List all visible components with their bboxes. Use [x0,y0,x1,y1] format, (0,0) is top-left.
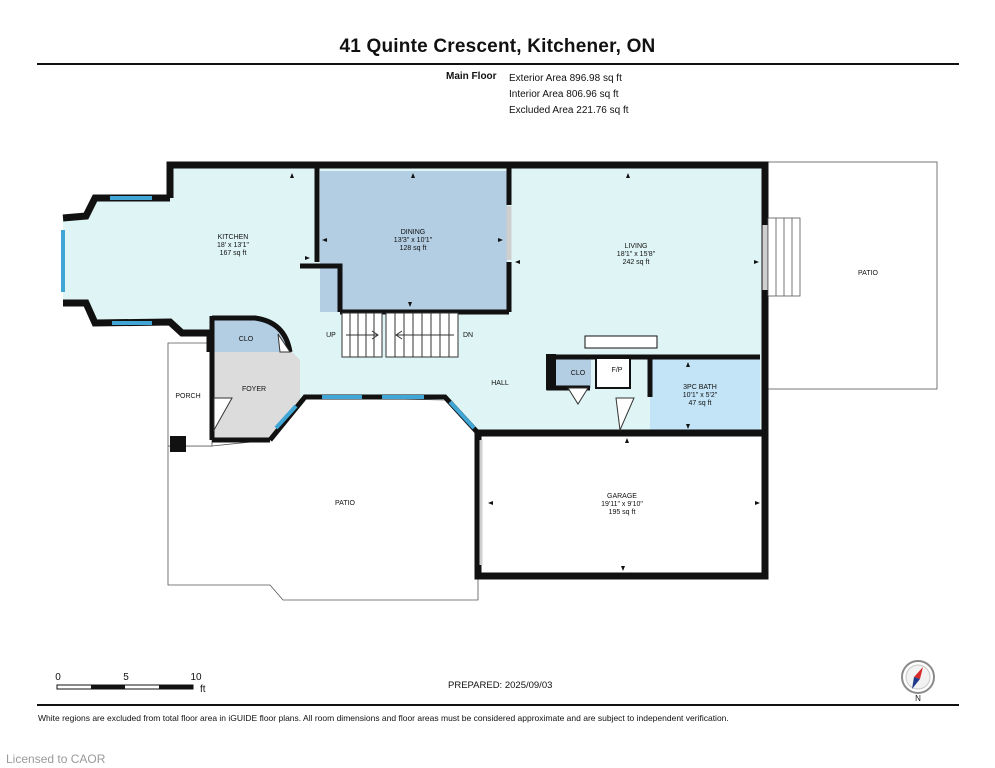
stairs-down-label: DN [463,332,473,339]
deck-steps [767,217,801,297]
kitchen-area: 167 sq ft [220,250,247,257]
patio-front-label: PATIO [335,500,356,507]
scale-unit: ft [200,684,206,695]
bath-area: 47 sq ft [689,400,712,407]
floor-label: Main Floor [446,71,497,82]
dining-name: DINING [401,229,426,236]
interior-area: Interior Area 806.96 sq ft [509,89,619,100]
closet2-label: CLO [571,370,586,377]
living-dims: 18'1" x 15'8" [617,251,656,258]
dining-fill [320,171,507,312]
garage-dims: 19'11" x 9'10" [601,501,643,508]
scale-tick-0: 0 [55,672,61,683]
footnote: White regions are excluded from total fl… [38,713,729,723]
compass-icon: N [901,660,935,703]
kitchen-dims: 18' x 13'1" [217,242,250,249]
title-rule [37,63,959,65]
page-title: 41 Quinte Crescent, Kitchener, ON [339,36,656,57]
dining-area: 128 sq ft [400,245,427,252]
fireplace-label: F/P [612,367,623,374]
patio-right-label: PATIO [858,270,879,277]
north-compass: N [900,659,936,703]
fireplace [584,335,658,389]
area-summary: Exterior Area 896.98 sq ft Interior Area… [509,71,629,119]
excluded-area: Excluded Area 221.76 sq ft [509,105,629,116]
bath-fill [650,357,760,430]
exterior-area: Exterior Area 896.98 sq ft [509,73,622,84]
hall-label: HALL [491,380,509,387]
door-swings [213,333,635,432]
stairs [341,312,459,358]
wall-block [546,354,556,390]
living-name: LIVING [625,243,648,250]
garage-name: GARAGE [607,493,637,500]
windows [61,196,476,430]
license-watermark: Licensed to CAOR [6,752,106,766]
bath-name: 3PC BATH [683,384,717,391]
porch-region [167,342,213,447]
closet-label: CLO [239,336,254,343]
scale-tick-10: 10 [190,672,202,683]
prepared-date: PREPARED: 2025/09/03 [448,680,553,691]
scale-bar: 0 5 10 ft [55,672,206,695]
kitchen-name: KITCHEN [218,234,249,241]
porch-label: PORCH [175,393,200,400]
dining-dims: 13'3" x 10'1" [394,237,433,244]
foyer-fill [212,350,300,440]
foyer-label: FOYER [242,386,266,393]
bath-dims: 10'1" x 5'2" [683,392,718,399]
north-label: N [915,694,921,703]
scale-tick-5: 5 [123,672,129,683]
living-area: 242 sq ft [623,259,650,266]
dimension-arrows [290,173,760,571]
porch-post [170,436,186,452]
stairs-up-label: UP [326,332,336,339]
footer-rule [37,704,959,706]
closet2-fill [555,358,591,388]
garage-area: 195 sq ft [609,509,636,516]
closet-fill [214,320,288,352]
